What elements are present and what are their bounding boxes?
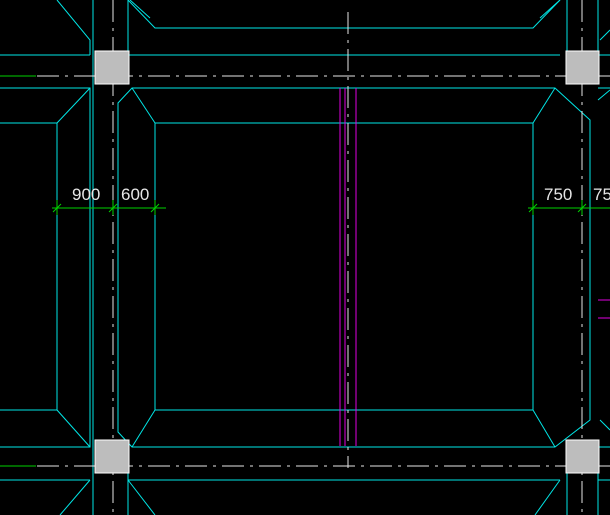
dimension-label-right-outer: 75 [593, 185, 610, 204]
top-left-pad [56, 0, 91, 55]
dimension-label-left-outer: 900 [72, 185, 100, 204]
column-top-right [565, 50, 600, 85]
left-pad-outer [0, 87, 91, 448]
column-top-left [94, 50, 130, 85]
dimension-label-right-inner: 750 [544, 185, 572, 204]
column-bottom-left [94, 439, 130, 474]
central-pad-inner [154, 122, 534, 411]
bottom-mid-pad-r [534, 479, 561, 515]
top-right-pad [599, 29, 610, 41]
bottom-left-pad [59, 479, 91, 515]
bottom-mid-pad [127, 479, 156, 515]
dimension-right [528, 200, 610, 215]
axis-green-stubs [0, 75, 36, 467]
dimension-left [52, 200, 166, 215]
left-pad-inner [0, 122, 58, 411]
column-bottom-right [565, 439, 600, 474]
dimension-label-left-inner: 600 [121, 185, 149, 204]
top-mid-pad [127, 0, 561, 29]
columns [94, 50, 600, 474]
beam-lines [339, 88, 610, 446]
central-pad-outer [117, 87, 591, 448]
